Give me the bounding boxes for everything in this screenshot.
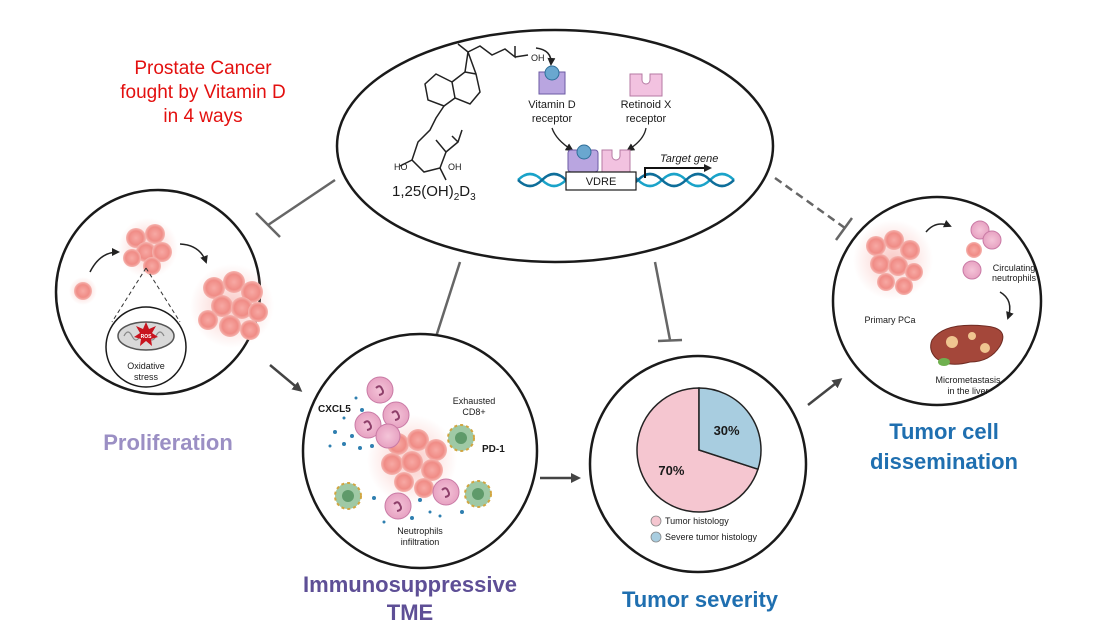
growth-arrow-1 bbox=[89, 248, 120, 273]
exhausted-label-2: CD8+ bbox=[462, 407, 485, 417]
arrow-to-tme bbox=[269, 364, 303, 392]
vdr-arrow bbox=[551, 127, 574, 152]
dissemination-title-2: dissemination bbox=[870, 449, 1018, 474]
mechanism-panel: OH HO OH 1,25(OH)2D3 Vitamin D receptor … bbox=[335, 28, 775, 264]
rxr-arrow bbox=[626, 127, 647, 152]
inhibit-bar-severity bbox=[657, 338, 683, 343]
tme-panel: CXCL5 Exhausted CD8+ PD-1 Neutrophils in… bbox=[301, 332, 539, 570]
legend-severe-histology: Severe tumor histology bbox=[665, 532, 758, 542]
pie-label-severe-histology: 30% bbox=[714, 423, 740, 438]
pie-slice-severe-histology bbox=[698, 387, 762, 471]
oxidative-label-1: Oxidative bbox=[127, 361, 165, 371]
rxr-label-1: Retinoid X bbox=[621, 99, 672, 111]
inhibit-bar-dissemination bbox=[834, 217, 854, 241]
legend-tumor-histology: Tumor histology bbox=[665, 516, 729, 526]
cxcl5-label: CXCL5 bbox=[318, 404, 351, 415]
exhausted-label-1: Exhausted bbox=[453, 396, 496, 406]
growth-arrow-2 bbox=[179, 243, 208, 264]
micromet-label-2: in the liver bbox=[947, 386, 988, 396]
flow-arrows bbox=[269, 364, 843, 483]
cxcl5-dots bbox=[328, 396, 464, 524]
ho-label: HO bbox=[394, 162, 408, 172]
calcitriol-structure bbox=[399, 43, 529, 181]
vdr-label-2: receptor bbox=[532, 113, 573, 125]
title-line-1: Prostate Cancer bbox=[134, 58, 272, 79]
neutrophil-cells bbox=[354, 376, 460, 520]
tme-title-2: TME bbox=[387, 600, 433, 625]
primary-pca-label: Primary PCa bbox=[864, 315, 915, 325]
dissemination-circle bbox=[831, 195, 1043, 407]
neutrophils-label-1: Neutrophils bbox=[397, 526, 443, 536]
single-tumor-cell bbox=[69, 277, 97, 305]
zoom-lines bbox=[111, 267, 181, 323]
circulating-neutrophil-icons bbox=[962, 220, 1002, 280]
binding-arrow bbox=[535, 47, 556, 66]
arrow-to-dissemination bbox=[807, 378, 843, 406]
target-gene-label: Target gene bbox=[660, 153, 718, 165]
inhibit-line-severity bbox=[653, 261, 672, 341]
ros-label: ROS bbox=[141, 334, 153, 340]
primary-tumor-cluster bbox=[853, 220, 933, 300]
rxr-label-2: receptor bbox=[626, 113, 667, 125]
title-line-3: in 4 ways bbox=[163, 106, 242, 127]
pie-slice-tumor-histology bbox=[636, 387, 759, 513]
vdre-box bbox=[565, 171, 637, 191]
legend-swatch-tumor bbox=[650, 515, 662, 527]
oxidative-label-2: stress bbox=[134, 372, 159, 382]
micromet-label-1: Micrometastasis bbox=[935, 375, 1001, 385]
vdr-rxr-complex-icon bbox=[567, 144, 631, 173]
cd8-t-cells bbox=[334, 424, 492, 510]
severity-pie-chart: 70% 30% bbox=[636, 387, 762, 513]
tumor-cluster-large bbox=[190, 264, 274, 348]
compound-name: 1,25(OH)2D3 bbox=[392, 183, 476, 203]
title-line-2: fought by Vitamin D bbox=[120, 82, 285, 103]
pie-legend: Tumor histology Severe tumor histology bbox=[650, 515, 758, 543]
vdr-label-1: Vitamin D bbox=[528, 99, 576, 111]
dissemination-panel: Circulating neutrophils Primary PCa Micr… bbox=[831, 195, 1043, 407]
tme-title-1: Immunosuppressive bbox=[303, 572, 517, 597]
mitochondrion-icon: ROS bbox=[117, 321, 175, 351]
legend-swatch-severe bbox=[650, 531, 662, 543]
inhibit-line-tme bbox=[433, 261, 462, 341]
proliferation-title: Proliferation bbox=[103, 430, 233, 455]
inhibit-bar-proliferation bbox=[255, 212, 281, 238]
main-title: Prostate Cancer fought by Vitamin D in 4… bbox=[120, 58, 285, 127]
dissemination-arrow bbox=[925, 219, 952, 233]
tumor-cluster-small bbox=[118, 218, 178, 278]
circulating-label-2: neutrophils bbox=[992, 273, 1037, 283]
vdr-receptor-icon bbox=[538, 65, 566, 95]
vdre-label: VDRE bbox=[586, 176, 617, 188]
pie-label-tumor-histology: 70% bbox=[658, 463, 684, 478]
circulating-label-1: Circulating bbox=[993, 263, 1036, 273]
severity-title: Tumor severity bbox=[622, 587, 779, 612]
neutrophils-label-2: infiltration bbox=[401, 537, 440, 547]
oh-label-2: OH bbox=[448, 162, 462, 172]
inhibit-line-dissemination bbox=[774, 176, 846, 230]
liver-arrow bbox=[999, 291, 1014, 320]
rxr-receptor-icon bbox=[629, 73, 663, 97]
inhibition-connectors bbox=[255, 176, 854, 343]
inhibit-line-proliferation bbox=[267, 178, 336, 227]
liver-icon bbox=[930, 324, 1004, 366]
proliferation-panel: ROS Oxidative stress bbox=[54, 188, 274, 396]
severity-panel: 70% 30% Tumor histology Severe tumor hist… bbox=[588, 354, 808, 574]
mechanism-ellipse bbox=[335, 28, 775, 264]
pd1-label: PD-1 bbox=[482, 444, 505, 455]
transcription-arrow bbox=[644, 164, 712, 178]
dissemination-title-1: Tumor cell bbox=[889, 419, 999, 444]
oh-label: OH bbox=[531, 53, 545, 63]
